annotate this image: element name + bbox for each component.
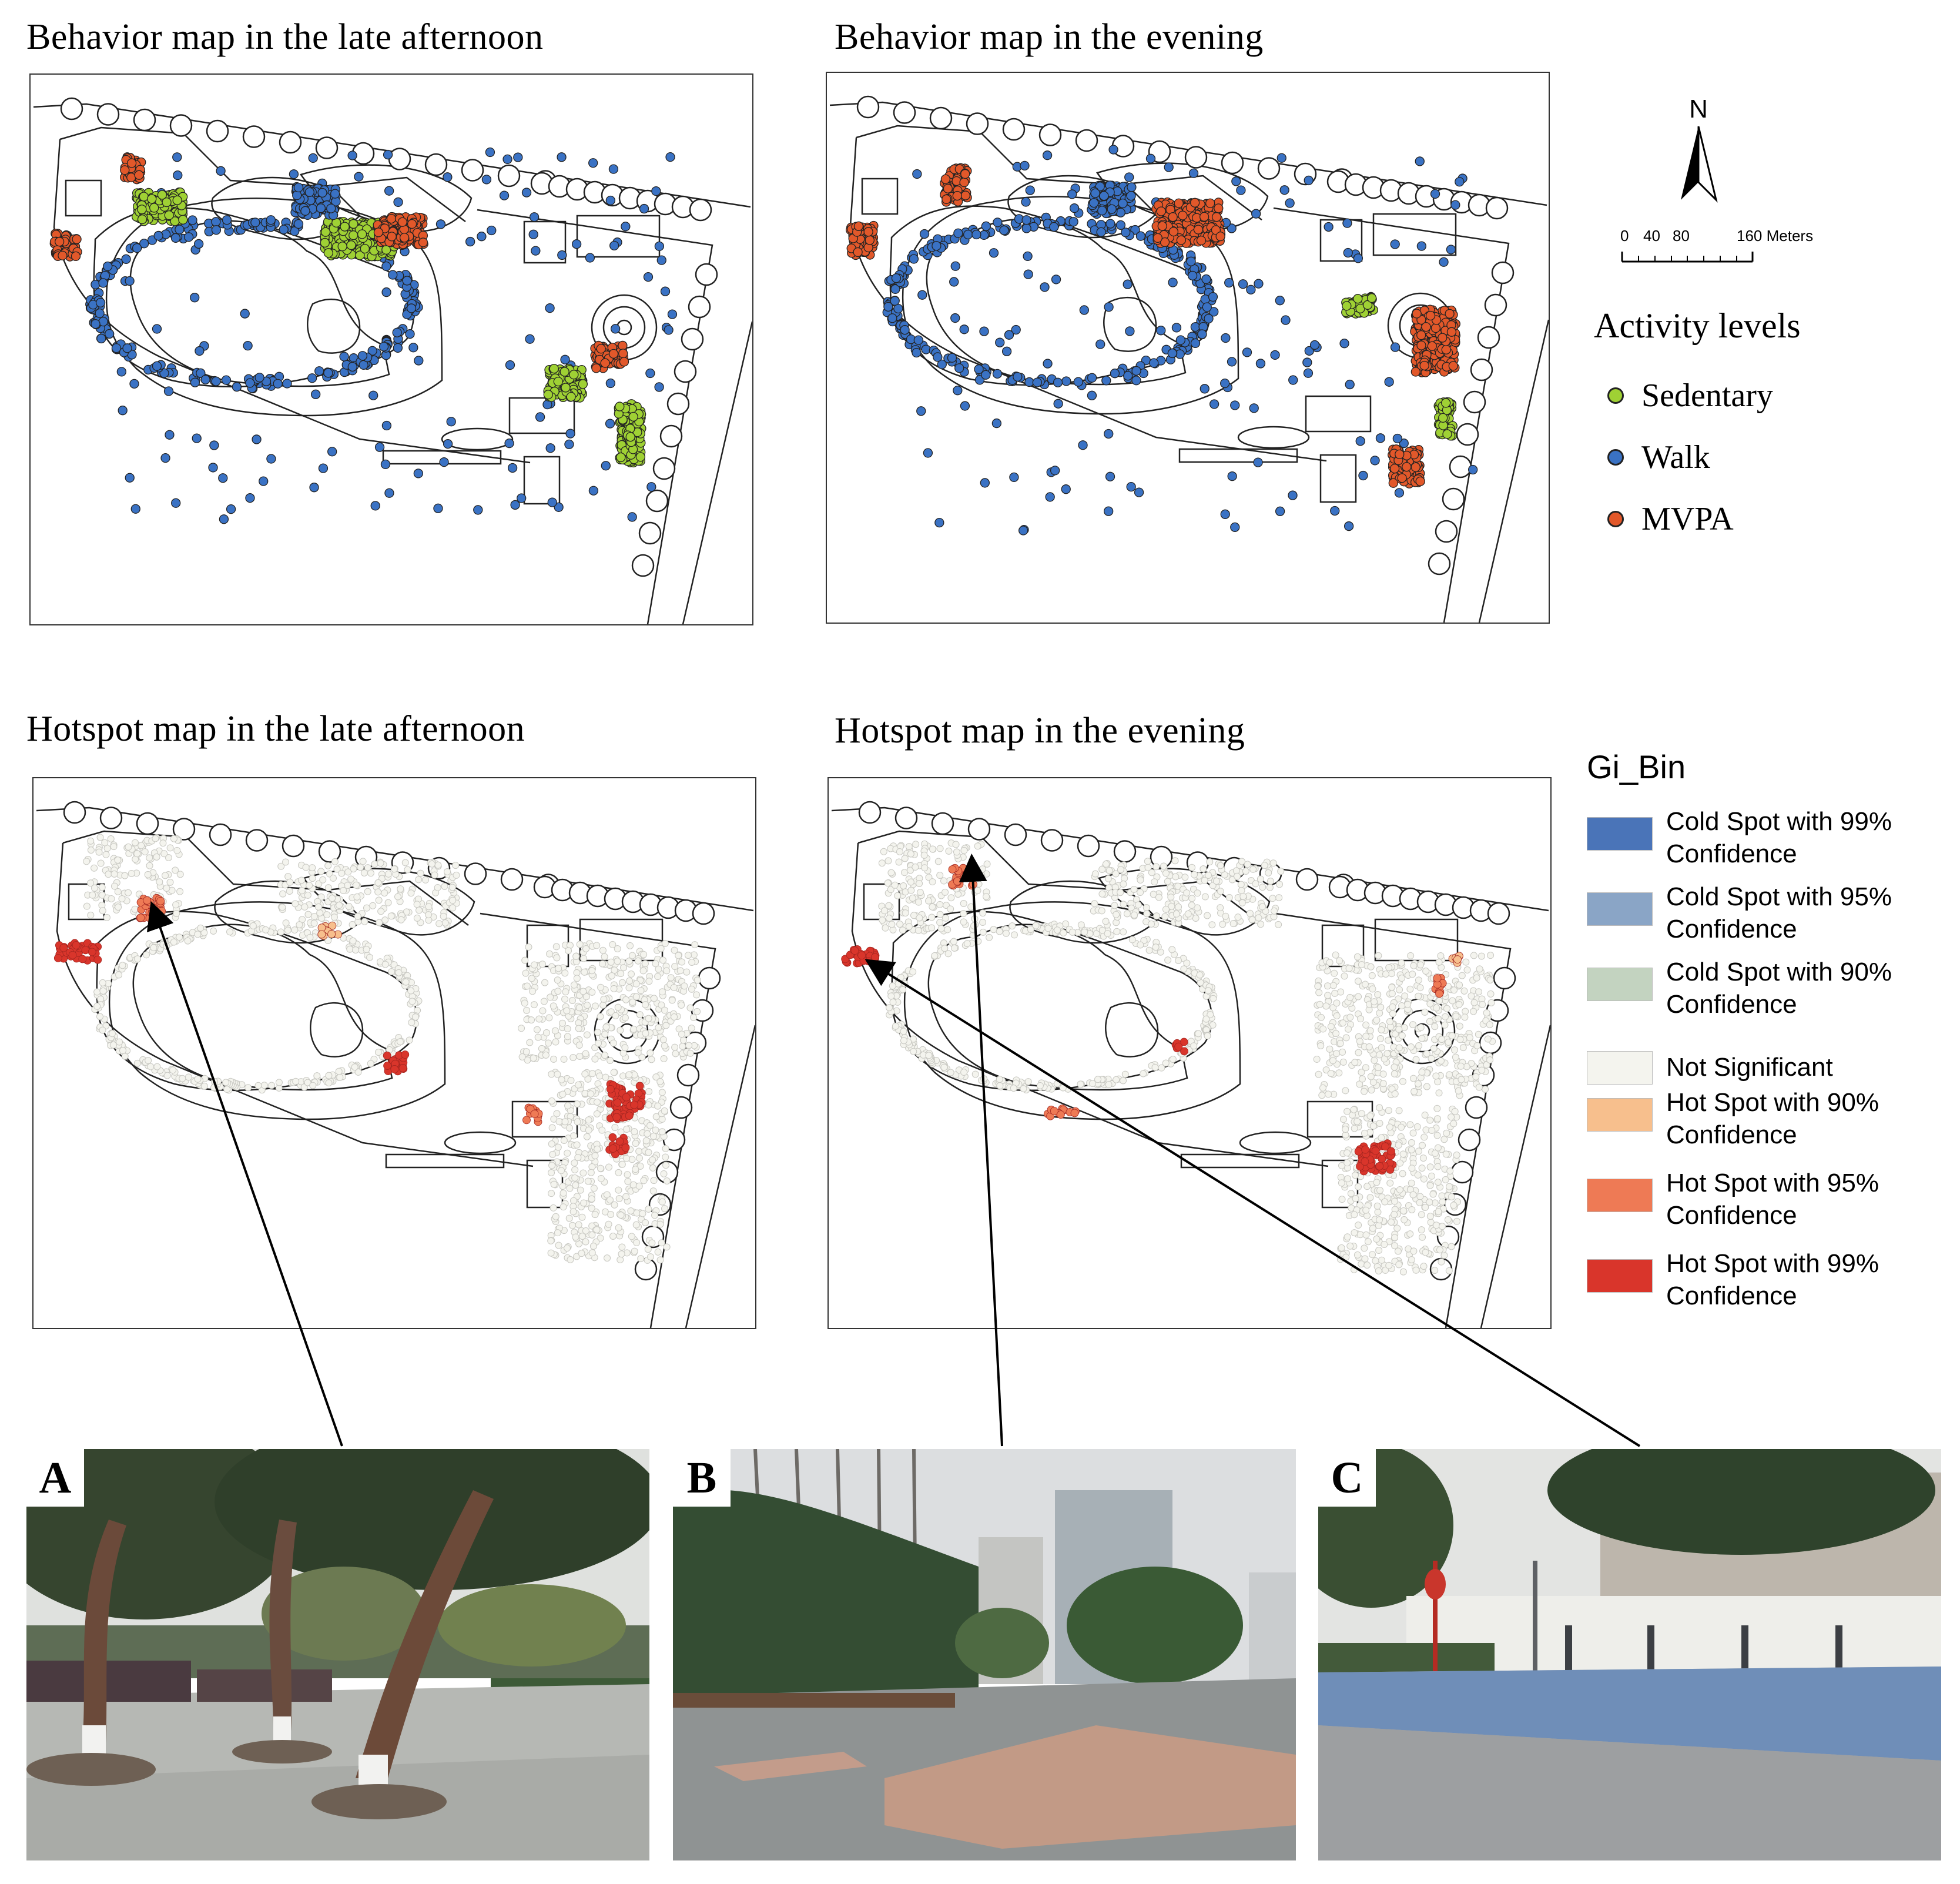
gi-swatch xyxy=(1587,1179,1653,1212)
title-hotspot-afternoon: Hotspot map in the late afternoon xyxy=(26,709,525,749)
legend-label: Walk xyxy=(1641,439,1710,476)
gi-legend-title: Gi_Bin xyxy=(1587,748,1686,785)
photo-a: A xyxy=(26,1449,649,1860)
north-label: N xyxy=(1689,95,1708,123)
photo-label-b: B xyxy=(673,1449,731,1507)
gi-label: Cold Spot with 90% Confidence xyxy=(1666,958,1892,1019)
gi-item-cold-99: Cold Spot with 99% Confidence xyxy=(1587,805,1939,876)
behavior-map-evening xyxy=(826,72,1550,624)
hotspot-map-evening xyxy=(827,777,1552,1329)
gi-item-cold-90: Cold Spot with 90% Confidence xyxy=(1587,956,1939,1026)
scale-tick-0: 0 xyxy=(1620,227,1629,245)
gi-swatch xyxy=(1587,1051,1653,1085)
hotspot-map-afternoon xyxy=(32,777,756,1329)
gi-label: Not Significant xyxy=(1666,1053,1833,1082)
photo-c: C xyxy=(1318,1449,1941,1860)
walk-dot-icon xyxy=(1607,449,1624,466)
gi-label: Cold Spot with 95% Confidence xyxy=(1666,882,1892,943)
sedentary-dot-icon xyxy=(1607,387,1624,404)
gi-swatch xyxy=(1587,892,1653,926)
gi-swatch xyxy=(1587,968,1653,1001)
photo-label-a: A xyxy=(26,1449,84,1507)
title-hotspot-evening: Hotspot map in the evening xyxy=(835,711,1245,751)
north-arrow: N xyxy=(1675,94,1722,209)
legend-item-mvpa: MVPA xyxy=(1607,498,1734,540)
scale-bar: 0 40 80 160 Meters xyxy=(1616,223,1840,273)
legend-item-sedentary: Sedentary xyxy=(1607,375,1773,416)
scale-tick-160: 160 Meters xyxy=(1737,227,1813,245)
gi-swatch xyxy=(1587,1259,1653,1293)
photo-label-c: C xyxy=(1318,1449,1376,1507)
gi-label: Hot Spot with 99% Confidence xyxy=(1666,1249,1879,1310)
photo-b: B xyxy=(673,1449,1296,1860)
gi-label: Hot Spot with 95% Confidence xyxy=(1666,1169,1879,1230)
gi-label: Hot Spot with 90% Confidence xyxy=(1666,1088,1879,1149)
scale-tick-80: 80 xyxy=(1673,227,1690,245)
mvpa-dot-icon xyxy=(1607,511,1624,527)
gi-swatch xyxy=(1587,817,1653,851)
title-behavior-afternoon: Behavior map in the late afternoon xyxy=(26,17,544,57)
legend-item-walk: Walk xyxy=(1607,437,1710,478)
gi-swatch xyxy=(1587,1098,1653,1132)
activity-legend-title: Activity levels xyxy=(1594,306,1801,345)
title-behavior-evening: Behavior map in the evening xyxy=(835,17,1264,57)
legend-label: MVPA xyxy=(1641,501,1734,537)
behavior-map-afternoon xyxy=(29,73,753,625)
gi-item-hot-95: Hot Spot with 95% Confidence xyxy=(1587,1167,1939,1237)
gi-item-hot-90: Hot Spot with 90% Confidence xyxy=(1587,1086,1939,1157)
scale-tick-40: 40 xyxy=(1643,227,1660,245)
gi-item-hot-99: Hot Spot with 99% Confidence xyxy=(1587,1247,1939,1318)
legend-label: Sedentary xyxy=(1641,377,1773,414)
gi-label: Cold Spot with 99% Confidence xyxy=(1666,807,1892,868)
gi-item-cold-95: Cold Spot with 95% Confidence xyxy=(1587,881,1939,951)
